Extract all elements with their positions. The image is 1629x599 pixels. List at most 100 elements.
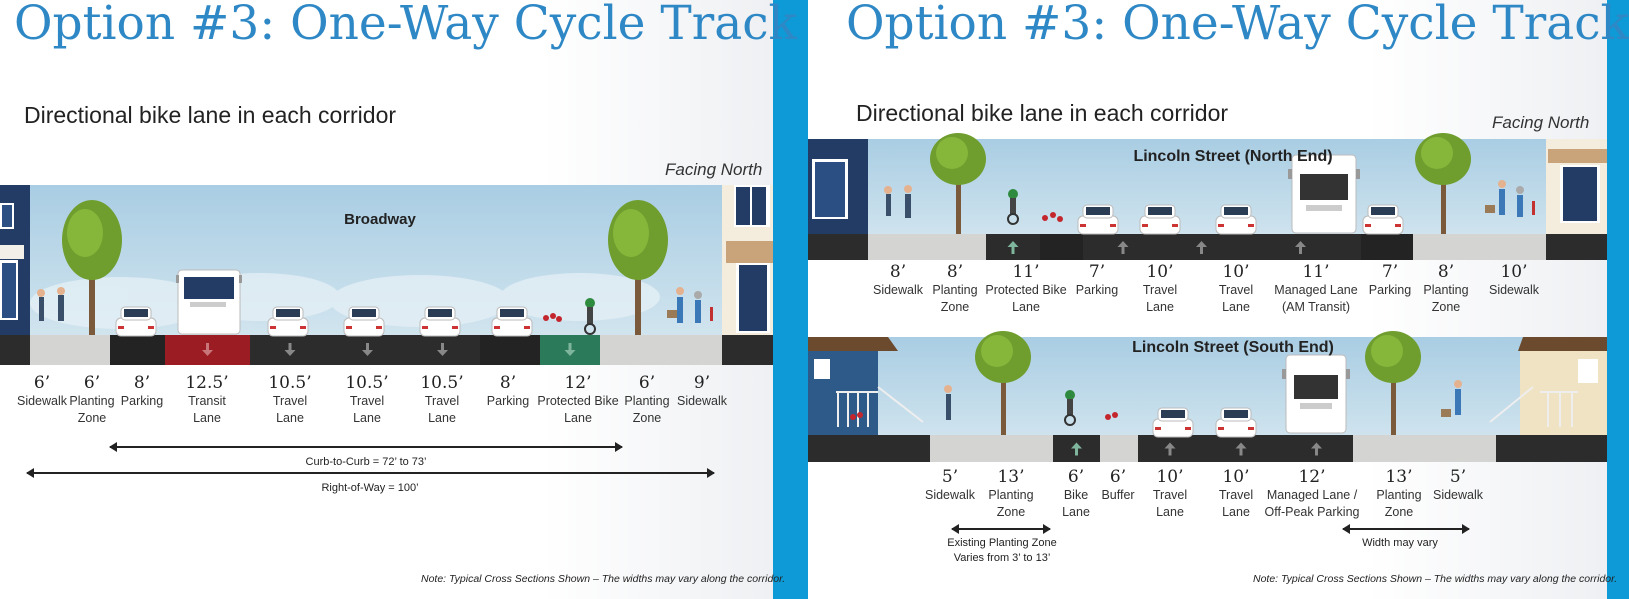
car	[115, 306, 157, 337]
lane-surface-sidewalk	[868, 234, 908, 260]
lane-direction-arrow-icon	[1235, 442, 1247, 456]
lane-label: 6’Buffer	[1101, 467, 1134, 504]
lane-direction-arrow-icon	[202, 343, 213, 356]
slide-broadway: Option #3: One-Way Cycle Track Direction…	[0, 0, 797, 599]
lane-width: 10.5’	[268, 373, 312, 393]
lane-width: 6’	[1067, 467, 1085, 487]
lane-width: 12’	[564, 373, 592, 393]
lane-name: Travel Lane	[272, 394, 308, 425]
lane-direction-arrow-icon	[1311, 442, 1322, 456]
lane-label: 10’Travel Lane	[1143, 262, 1177, 316]
car	[419, 306, 461, 337]
lane-width: 9’	[693, 373, 711, 393]
lane-name: Transit Lane	[188, 394, 226, 425]
footnote: Note: Typical Cross Sections Shown – The…	[421, 573, 786, 585]
lane-name: Planting Zone	[1423, 283, 1469, 314]
lane-direction-arrow-icon	[564, 343, 576, 356]
lane-name: Travel Lane	[424, 394, 460, 425]
lane-label: 10’Travel Lane	[1219, 467, 1253, 521]
lane-name: Managed Lane / Off-Peak Parking	[1264, 488, 1360, 519]
lane-direction-arrow-icon	[1196, 241, 1207, 254]
lane-surface-parking	[1361, 234, 1413, 260]
street-name-broadway: Broadway	[344, 211, 416, 228]
lane-width: 10’	[1222, 467, 1250, 487]
lane-width: 6’	[638, 373, 656, 393]
lane-name: Travel Lane	[1152, 488, 1188, 519]
lane-width: 10’	[1222, 262, 1250, 282]
lane-label: 10.5’Travel Lane	[420, 373, 463, 427]
lane-width: 6’	[33, 373, 51, 393]
lane-width: 10.5’	[345, 373, 389, 393]
lane-name: Sidewalk	[924, 488, 976, 502]
broadway-cross-section: Broadway	[0, 185, 773, 365]
lane-label: 7’Parking	[1369, 262, 1411, 299]
lane-width: 11’	[1012, 262, 1040, 282]
lane-direction-arrow-icon	[1007, 241, 1019, 254]
lane-label: 6’Sidewalk	[17, 373, 67, 410]
lane-name: Sidewalk	[1488, 283, 1540, 297]
footnote: Note: Typical Cross Sections Shown – The…	[1253, 573, 1618, 585]
right-of-way-text: Right-of-Way = 100’	[321, 482, 419, 494]
lane-name: Travel Lane	[1218, 488, 1254, 519]
lane-name: Sidewalk	[676, 394, 728, 408]
lane-width: 5’	[941, 467, 959, 487]
lane-label: 10.5’Travel Lane	[268, 373, 311, 427]
car	[267, 306, 309, 337]
facing-direction: Facing North	[665, 160, 763, 179]
bus	[176, 269, 242, 335]
lane-label: 12’Managed Lane / Off-Peak Parking	[1265, 467, 1360, 521]
lane-label: 7’Parking	[1076, 262, 1118, 299]
lane-name: Protected Bike Lane	[537, 394, 619, 425]
lane-label: 12’Protected Bike Lane	[537, 373, 618, 427]
slide-subtitle: Directional bike lane in each corridor	[24, 102, 397, 128]
lane-surface-planting	[908, 234, 986, 260]
lane-label: 6’Planting Zone	[624, 373, 669, 427]
lane-width: 13’	[997, 467, 1025, 487]
slide-lincoln: Option #3: One-Way Cycle Track Direction…	[808, 0, 1629, 599]
lane-surface-sidewalk	[1486, 234, 1546, 260]
slide-title: Option #3: One-Way Cycle Track	[846, 0, 1629, 51]
lane-direction-arrow-icon	[284, 343, 296, 356]
car	[1152, 407, 1194, 438]
car	[1215, 407, 1257, 438]
lane-name: Planting Zone	[624, 394, 670, 425]
car	[1362, 204, 1404, 235]
lane-label: 12.5’Transit Lane	[185, 373, 228, 427]
lane-name: Planting Zone	[1376, 488, 1422, 519]
tree-right	[608, 200, 668, 335]
lane-direction-arrow-icon	[1117, 241, 1129, 254]
lane-surface-parking	[480, 335, 540, 365]
lane-width: 5’	[1449, 467, 1467, 487]
lane-surface-planting	[963, 435, 1053, 462]
lane-name: Buffer	[1101, 488, 1135, 502]
lane-name: Protected Bike Lane	[985, 283, 1067, 314]
lane-label: 10’Travel Lane	[1219, 262, 1253, 316]
lane-name: Travel Lane	[1142, 283, 1178, 314]
lane-name: Planting Zone	[988, 488, 1034, 519]
lincoln-south-cross-section: Lincoln Street (South End)	[808, 331, 1607, 462]
lane-width: 6’	[1109, 467, 1127, 487]
car	[1215, 204, 1257, 235]
lane-label: 8’Planting Zone	[932, 262, 977, 316]
lane-name: Bike Lane	[1062, 488, 1090, 519]
lincoln-north-cross-section: Lincoln Street (North End)	[808, 133, 1607, 260]
lane-width: 7’	[1381, 262, 1399, 282]
lane-label: 6’Bike Lane	[1062, 467, 1090, 521]
lane-name: Travel Lane	[349, 394, 385, 425]
lane-name: Parking	[120, 394, 164, 408]
lane-width: 8’	[499, 373, 517, 393]
slide-subtitle: Directional bike lane in each corridor	[856, 100, 1229, 126]
lane-label: 8’Planting Zone	[1423, 262, 1468, 316]
lane-width: 13’	[1385, 467, 1413, 487]
lane-name: Planting Zone	[932, 283, 978, 314]
car	[343, 306, 385, 337]
lane-surface-sidewalk	[660, 335, 722, 365]
lane-label: 13’Planting Zone	[1376, 467, 1421, 521]
lane-width: 12.5’	[185, 373, 229, 393]
lane-label: 8’Sidewalk	[873, 262, 923, 299]
width-may-vary-text: Width may vary	[1362, 537, 1438, 549]
lane-label: 5’Sidewalk	[925, 467, 975, 504]
lane-surface-sidewalk	[30, 335, 58, 365]
planting-zone-dimension	[951, 524, 1051, 534]
lane-label: 5’Sidewalk	[1433, 467, 1483, 504]
